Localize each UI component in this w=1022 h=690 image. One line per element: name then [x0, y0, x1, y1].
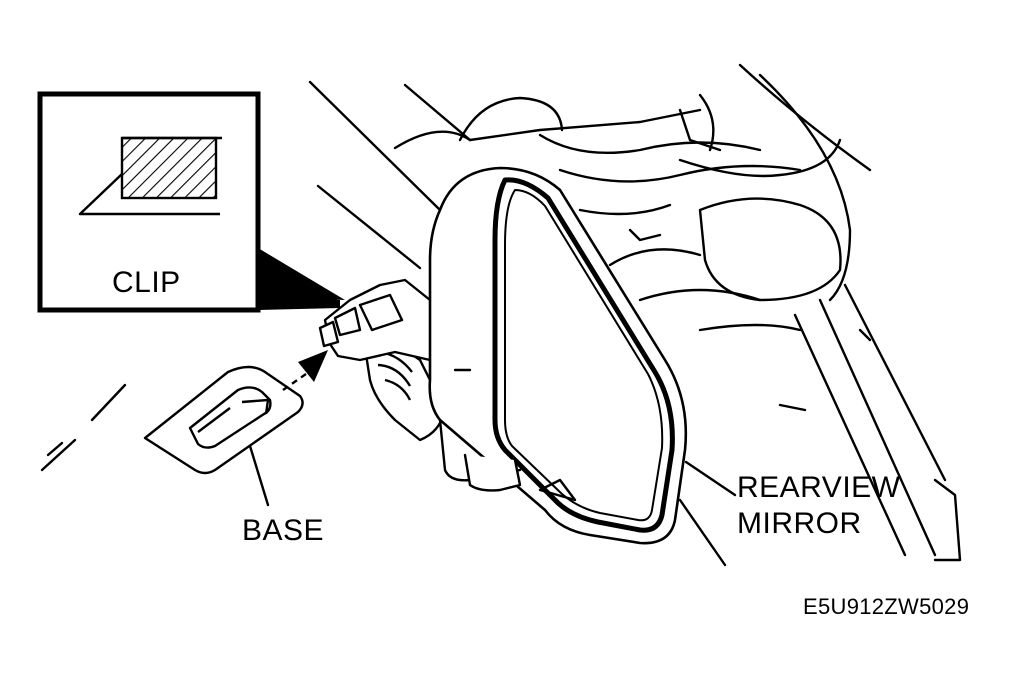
rearview-mirror-label-line2: MIRROR	[737, 507, 862, 540]
headliner-structure	[308, 63, 962, 567]
rearview-mirror	[428, 166, 688, 545]
windshield-lines	[40, 383, 127, 472]
figure-code: E5U912ZW5029	[803, 594, 970, 619]
rearview-mirror-label: REARVIEW MIRROR	[737, 470, 900, 542]
arrow-up-right-icon	[282, 350, 328, 391]
clip-detail-inset	[37, 91, 345, 313]
clip-label: CLIP	[112, 266, 181, 299]
mirror-base	[143, 365, 304, 475]
rearview-mirror-label-line1: REARVIEW	[737, 471, 901, 504]
base-label: BASE	[242, 514, 325, 547]
